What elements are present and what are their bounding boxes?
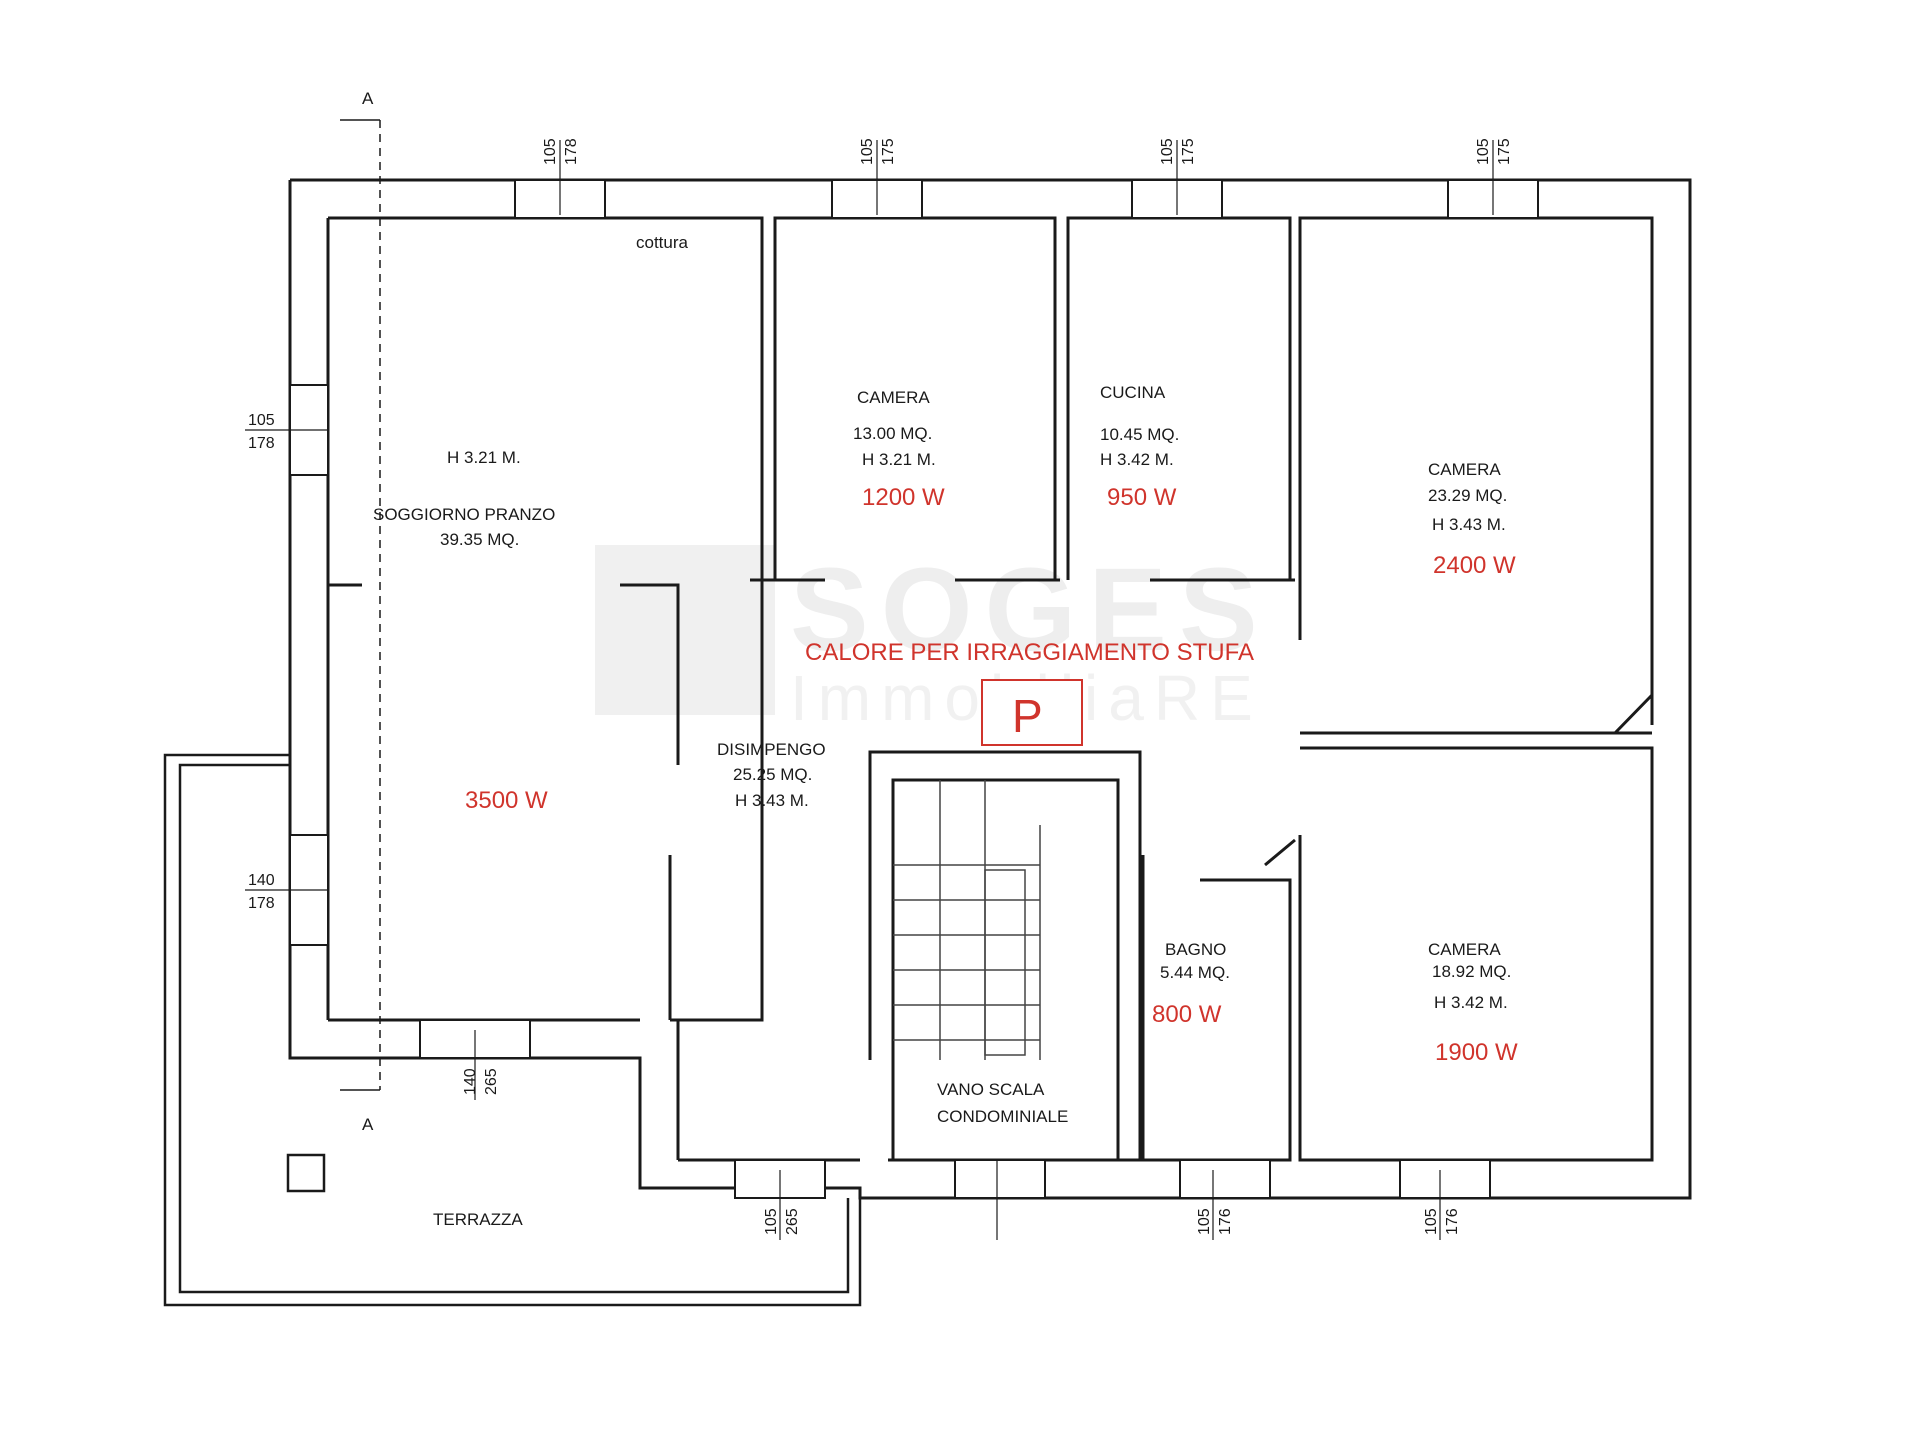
opening-bottom1-b: 265 [483,1068,500,1095]
opening-top2-b: 175 [880,138,897,165]
opening-bottom3-b: 176 [1217,1208,1234,1235]
terrace-planter [286,1153,326,1193]
bagno-area: 5.44 MQ. [1160,963,1230,982]
disimpegno-height: H 3.43 M. [735,791,809,810]
camera1-power: 1200 W [862,484,945,511]
camera3-name: CAMERA [1428,940,1501,959]
wall-camera3-door-swing [1264,838,1296,867]
terrazza-name: TERRAZZA [433,1210,523,1229]
camera1-name: CAMERA [857,388,930,407]
bagno-name: BAGNO [1165,940,1226,959]
vano-line2: CONDOMINIALE [937,1107,1068,1126]
soggiorno-power: 3500 W [465,787,548,814]
camera1-area: 13.00 MQ. [853,424,932,443]
stair-treads [893,780,1041,1060]
watermark-logo-mark [595,545,775,715]
soggiorno-name: SOGGIORNO PRANZO [373,505,555,524]
disimpegno-name: DISIMPENGO [717,740,826,759]
opening-bottom2-b: 265 [784,1208,801,1235]
opening-top3-b: 175 [1180,138,1197,165]
window-bottom-5 [1399,1159,1491,1199]
dimension-leaders [245,140,1494,1240]
cucina-height: H 3.42 M. [1100,450,1174,469]
opening-top1-a: 105 [542,138,559,165]
opening-left2-a: 140 [248,872,275,889]
terrace-railing [163,753,862,1307]
vano-line1: VANO SCALA [937,1080,1045,1099]
section-marker-bottom: A [362,1115,374,1134]
soggiorno-height: H 3.21 M. [447,448,521,467]
camera1-height: H 3.21 M. [862,450,936,469]
opening-left2-b: 178 [248,895,275,912]
section-line: A A [340,89,381,1134]
camera3-height: H 3.42 M. [1434,993,1508,1012]
terrace [163,753,862,1307]
heating-note: CALORE PER IRRAGGIAMENTO STUFA [805,639,1254,666]
watermark-brand: SOGES [790,544,1270,676]
camera3-power: 1900 W [1435,1039,1518,1066]
wall-bagno [1141,855,1292,1162]
window-bottom-4 [1179,1159,1271,1199]
watermark: SOGES ImmobiliaRE [595,544,1270,734]
stove-symbol-box [981,679,1083,746]
opening-left1-a: 105 [248,412,275,429]
wall-disimpegno-stub-top [620,583,680,765]
window-bottom-3 [954,1159,1046,1199]
wall-camera2-door-swing [1613,693,1654,735]
cottura-label: cottura [636,233,689,252]
opening-bottom2-a: 105 [763,1208,780,1235]
cucina-power: 950 W [1107,484,1177,511]
stove-symbol: P [1012,690,1043,742]
cucina-name: CUCINA [1100,383,1166,402]
opening-bottom4-a: 105 [1423,1208,1440,1235]
camera3-area: 18.92 MQ. [1432,962,1511,981]
camera2-area: 23.29 MQ. [1428,486,1507,505]
opening-top1-b: 178 [563,138,580,165]
camera2-name: CAMERA [1428,460,1501,479]
opening-bottom4-b: 176 [1444,1208,1461,1235]
opening-bottom3-a: 105 [1196,1208,1213,1235]
section-marker-top: A [362,89,374,108]
opening-top4-a: 105 [1475,138,1492,165]
camera2-power: 2400 W [1433,552,1516,579]
opening-top4-b: 175 [1496,138,1513,165]
terrace-railing-inner [178,763,850,1294]
outer-wall [288,178,1692,1200]
wall-camera3 [1298,746,1654,1162]
bagno-power: 800 W [1152,1001,1222,1028]
stair-handrail-well [984,869,1026,1056]
opening-bottom1-a: 140 [462,1068,479,1095]
soggiorno-area: 39.35 MQ. [440,530,519,549]
opening-left1-b: 178 [248,435,275,452]
camera2-height: H 3.43 M. [1432,515,1506,534]
opening-top3-a: 105 [1159,138,1176,165]
opening-top2-a: 105 [859,138,876,165]
cucina-area: 10.45 MQ. [1100,425,1179,444]
disimpegno-area: 25.25 MQ. [733,765,812,784]
